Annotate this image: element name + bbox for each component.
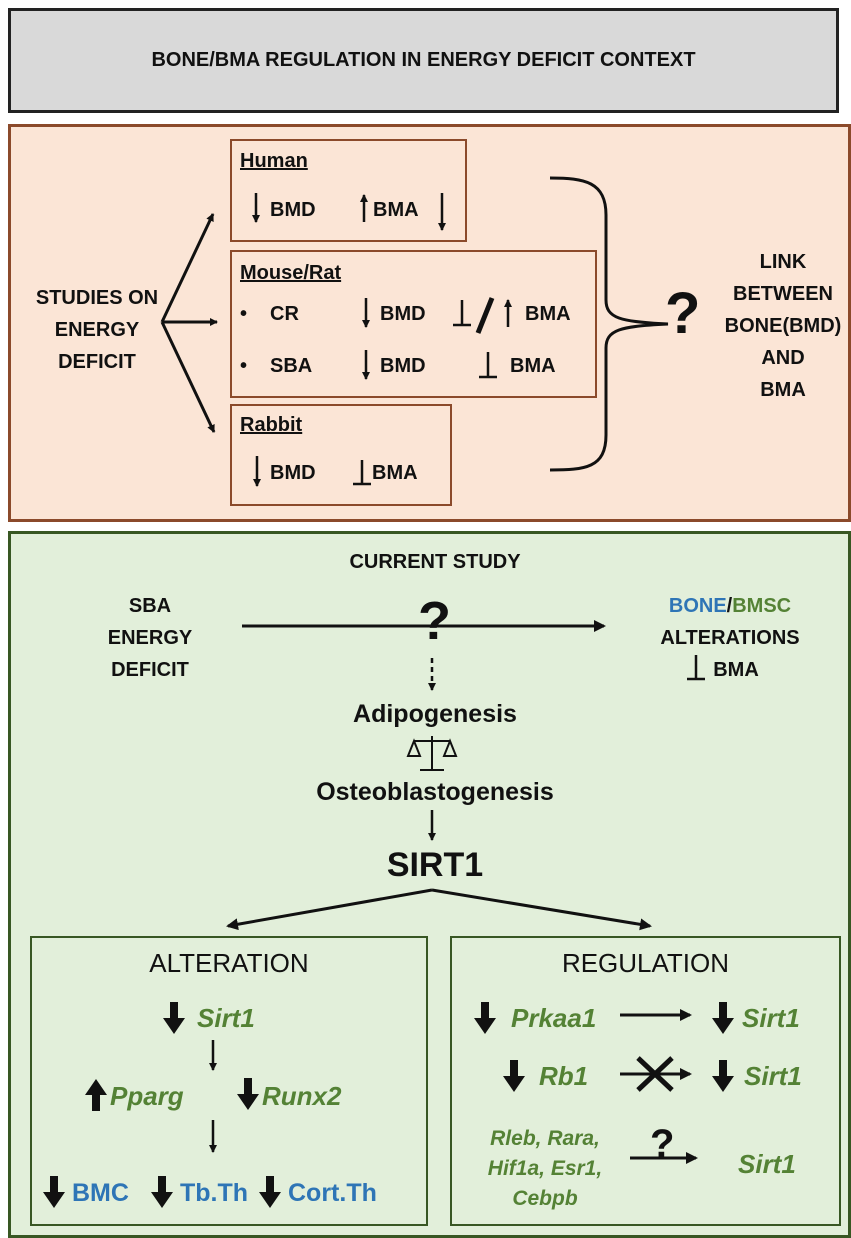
mouse-rat-box — [230, 250, 597, 398]
no-change-icon — [453, 300, 471, 327]
human-bma: BMA — [373, 199, 419, 221]
alteration-sirt1: Sirt1 — [197, 1003, 255, 1033]
current-study-heading: CURRENT STUDY — [349, 551, 521, 573]
bone-label: BONE — [668, 595, 727, 617]
studies-label-line: ENERGY — [54, 319, 140, 341]
other-regulators: Rleb, Rara, Hif1a, Esr1, Cebpb — [470, 1124, 620, 1214]
bullet: • — [240, 303, 248, 325]
studies-label: STUDIES ON ENERGY DEFICIT — [22, 282, 172, 378]
rb1-label: Rb1 — [539, 1061, 589, 1091]
bold-down-arrow-icon — [712, 1002, 734, 1034]
reg-sirt1-2: Sirt1 — [744, 1061, 802, 1091]
bold-down-arrow-icon — [237, 1078, 259, 1110]
prior-studies-panel — [8, 124, 851, 522]
bold-down-arrow-icon — [474, 1002, 496, 1034]
link-label-line: LINK — [759, 251, 807, 273]
sba-label: SBA — [270, 355, 313, 377]
reg-sirt1-1: Sirt1 — [742, 1003, 800, 1033]
alteration-heading: ALTERATION — [149, 948, 309, 978]
bullet: • — [240, 355, 248, 377]
tbth-label: Tb.Th — [180, 1179, 249, 1207]
reg-sirt1-3: Sirt1 — [738, 1149, 796, 1179]
page-title: BONE/BMA REGULATION IN ENERGY DEFICIT CO… — [151, 49, 696, 71]
current-question-mark: ? — [418, 591, 451, 651]
cr-bmd: BMD — [380, 303, 426, 325]
bold-down-arrow-icon — [712, 1060, 734, 1092]
studies-label-line: DEFICIT — [58, 351, 136, 373]
sba-bma: BMA — [510, 355, 556, 377]
bone-bmsc-alterations: BONE/BMSC ALTERATIONS BMA — [630, 590, 830, 686]
human-bmd: BMD — [270, 199, 316, 221]
sba-label-line: SBA — [128, 595, 172, 617]
prior-question-mark: ? — [665, 281, 701, 346]
regulator-line: Hif1a, Esr1, — [487, 1157, 603, 1180]
bracket-icon — [549, 176, 669, 472]
rabbit-heading: Rabbit — [240, 414, 303, 436]
sba-bmd: BMD — [380, 355, 426, 377]
prkaa1-label: Prkaa1 — [511, 1003, 597, 1033]
cortth-label: Cort.Th — [288, 1179, 377, 1207]
balance-scale-icon — [406, 736, 458, 771]
current-bma-label: BMA — [713, 659, 759, 681]
fork-arrow-left — [226, 888, 433, 931]
no-change-icon — [687, 655, 705, 681]
human-heading: Human — [240, 150, 308, 172]
human-box — [230, 139, 467, 242]
regulator-line: Rleb, Rara, — [490, 1127, 600, 1150]
alterations-label: ALTERATIONS — [660, 627, 800, 649]
regulation-heading: REGULATION — [561, 948, 730, 978]
slash-icon — [475, 297, 495, 334]
bold-down-arrow-icon — [151, 1176, 173, 1208]
cr-label: CR — [270, 303, 299, 325]
bmc-label: BMC — [72, 1179, 129, 1207]
rabbit-bma: BMA — [372, 462, 418, 484]
osteoblastogenesis-label: Osteoblastogenesis — [316, 778, 554, 806]
sirt1-label: SIRT1 — [386, 846, 484, 884]
fan-arrow-rabbit — [160, 321, 216, 433]
fan-arrow-human — [160, 213, 215, 323]
pparg-label: Pparg — [110, 1081, 184, 1111]
link-label-line: BETWEEN — [733, 283, 833, 305]
bold-down-arrow-icon — [259, 1176, 281, 1208]
slash: / — [726, 595, 733, 617]
sba-label-line: ENERGY — [107, 627, 193, 649]
cross-icon — [636, 1056, 674, 1092]
runx2-label: Runx2 — [262, 1081, 342, 1111]
studies-label-line: STUDIES ON — [35, 287, 159, 309]
sba-energy-deficit-label: SBA ENERGY DEFICIT — [80, 590, 220, 686]
bmsc-label: BMSC — [732, 595, 792, 617]
rabbit-box — [230, 404, 452, 506]
adipogenesis-label: Adipogenesis — [353, 700, 517, 728]
mouse-rat-heading: Mouse/Rat — [240, 262, 342, 284]
link-label-line: AND — [761, 347, 805, 369]
link-label-line: BONE(BMD) — [724, 315, 842, 337]
title-banner: BONE/BMA REGULATION IN ENERGY DEFICIT CO… — [8, 8, 839, 113]
cr-bma: BMA — [525, 303, 571, 325]
bold-down-arrow-icon — [163, 1002, 185, 1034]
bold-down-arrow-icon — [43, 1176, 65, 1208]
no-change-icon — [353, 460, 371, 486]
sba-label-line: DEFICIT — [111, 659, 189, 681]
link-label-line: BMA — [760, 379, 806, 401]
rabbit-bmd: BMD — [270, 462, 316, 484]
fork-arrow-right — [431, 888, 652, 931]
link-label: LINK BETWEEN BONE(BMD) AND BMA — [718, 246, 848, 406]
bold-down-arrow-icon — [503, 1060, 525, 1092]
no-change-icon — [479, 352, 497, 379]
regulator-line: Cebpb — [512, 1187, 578, 1210]
bold-up-arrow-icon — [85, 1079, 107, 1111]
